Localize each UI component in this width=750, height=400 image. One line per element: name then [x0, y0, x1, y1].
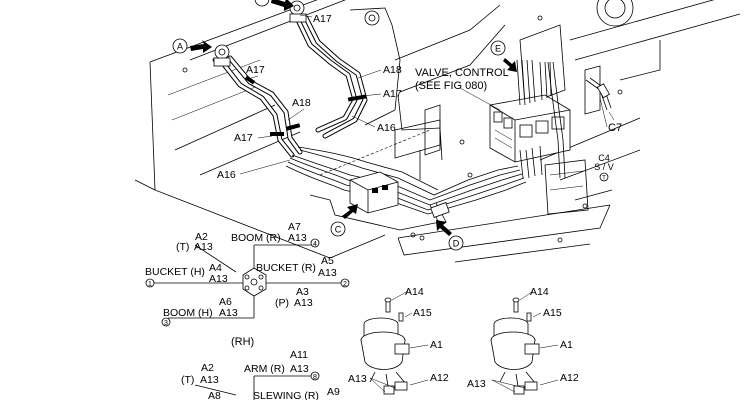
label-a18-right: A18 [383, 64, 402, 76]
label-t: T [602, 176, 606, 182]
pilot-hose-bundle [219, 15, 368, 158]
callout-c: C [330, 221, 346, 237]
label-a16-left: A16 [217, 169, 236, 181]
label-a17-lower: A17 [234, 132, 253, 144]
valve-note-line1: VALVE, CONTROL [415, 67, 509, 79]
pilot-valve-assembly-1: A14 A15 A1 A13 A12 [348, 286, 449, 395]
svg-text:A: A [177, 42, 183, 52]
control-valve-block [489, 59, 571, 179]
label-a17-right: A17 [383, 88, 402, 100]
svg-text:A13: A13 [194, 241, 213, 253]
svg-text:A11: A11 [290, 349, 308, 361]
svg-text:A8: A8 [208, 390, 221, 400]
svg-text:A13: A13 [348, 373, 367, 385]
svg-text:3: 3 [164, 320, 168, 327]
label-c7: C7 [608, 122, 622, 134]
label-sv: S / V [594, 162, 614, 172]
svg-text:BOOM (R): BOOM (R) [231, 232, 281, 244]
svg-text:A12: A12 [560, 372, 579, 384]
svg-text:8: 8 [313, 374, 317, 381]
svg-text:BUCKET (R): BUCKET (R) [256, 262, 316, 274]
svg-text:A9: A9 [327, 386, 340, 398]
svg-text:1: 1 [148, 281, 152, 288]
svg-text:(P): (P) [275, 297, 289, 309]
svg-text:A12: A12 [430, 372, 449, 384]
main-view-labels: A17 A17 A18 A17 A18 A16 A17 A16 VALVE, C… [217, 13, 622, 182]
svg-text:A15: A15 [413, 307, 432, 319]
label-a17-top: A17 [313, 13, 332, 25]
svg-text:A13: A13 [200, 374, 219, 386]
pilot-valve-assembly-2: A14 A15 A1 A13 A12 [467, 286, 579, 395]
callout-arrows [190, 0, 517, 236]
label-c4: C4 [598, 153, 610, 163]
svg-text:A14: A14 [405, 286, 424, 298]
svg-text:A3: A3 [296, 286, 309, 298]
svg-text:BUCKET (H): BUCKET (H) [145, 266, 205, 278]
svg-text:E: E [495, 44, 501, 54]
rh-label: (RH) [231, 336, 254, 348]
svg-text:A2: A2 [195, 231, 208, 243]
svg-text:A6: A6 [219, 296, 232, 308]
upper-frame-outline [134, 0, 741, 263]
sv-hose [547, 61, 615, 179]
label-a16-right: A16 [377, 122, 396, 134]
port-t-symbol [599, 172, 609, 182]
svg-text:A2: A2 [201, 362, 214, 374]
valve-note-line2: (SEE FIG 080) [415, 80, 487, 92]
svg-text:2: 2 [343, 281, 347, 288]
svg-text:A13: A13 [219, 307, 238, 319]
svg-text:(T): (T) [176, 241, 189, 253]
svg-text:A4: A4 [209, 262, 222, 274]
callout-e: E [490, 40, 506, 56]
svg-text:A15: A15 [543, 307, 562, 319]
label-a18-mid: A18 [292, 97, 311, 109]
svg-text:A14: A14 [530, 286, 549, 298]
pilot-fitting-a [213, 44, 231, 67]
svg-text:ARM (R): ARM (R) [244, 363, 285, 375]
callout-a: A [172, 38, 188, 54]
port-schematic-1: A2 (T) A13 BOOM (R) A7 A13 BUCKET (H) A4… [145, 221, 350, 327]
pilot-fitting-b [289, 0, 307, 23]
svg-text:A13: A13 [290, 363, 309, 375]
callout-b [254, 0, 270, 7]
svg-text:A13: A13 [318, 267, 337, 279]
callout-d: D [448, 235, 464, 251]
svg-text:D: D [453, 239, 460, 249]
svg-text:A1: A1 [430, 339, 443, 351]
thin-hose-bundle [285, 119, 527, 231]
svg-text:A13: A13 [209, 273, 228, 285]
svg-text:A13: A13 [294, 297, 313, 309]
port-schematic-2: A2 (T) A13 ARM (R) A11 A13 8 A8 SLEWING … [181, 349, 340, 400]
svg-text:C: C [335, 225, 342, 235]
svg-text:A1: A1 [560, 339, 573, 351]
svg-text:A7: A7 [288, 221, 301, 233]
svg-text:(T): (T) [181, 374, 194, 386]
svg-text:A13: A13 [467, 378, 486, 390]
svg-text:BOOM (H): BOOM (H) [163, 307, 213, 319]
svg-text:A5: A5 [321, 255, 334, 267]
svg-text:A13: A13 [288, 232, 307, 244]
label-a17-left: A17 [246, 64, 265, 76]
svg-text:SLEWING (R): SLEWING (R) [253, 390, 319, 400]
svg-text:4: 4 [313, 241, 317, 248]
